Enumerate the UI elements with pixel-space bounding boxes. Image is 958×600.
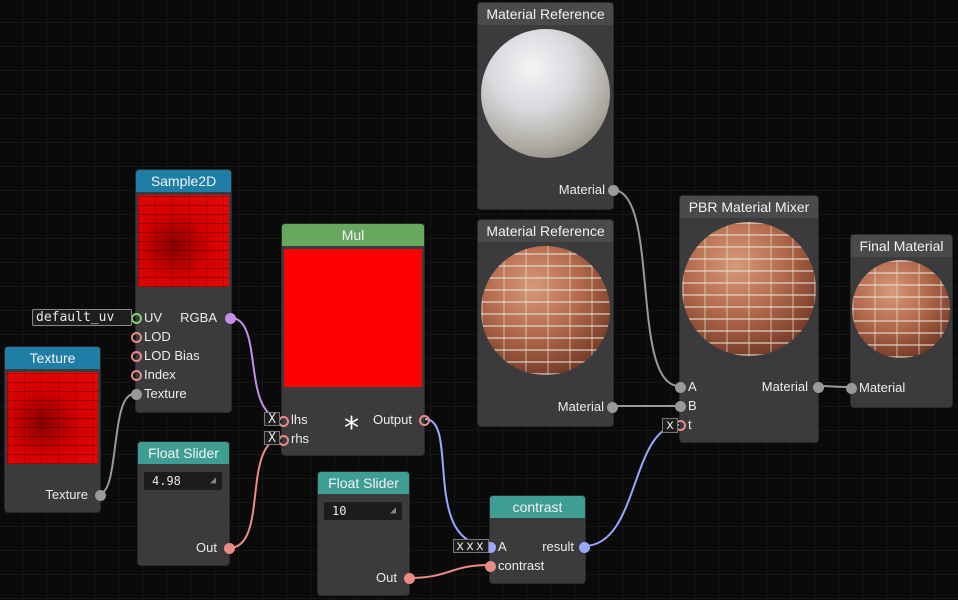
final-material-input-pin[interactable]: [846, 383, 857, 394]
material-reference-1-preview: [481, 29, 610, 158]
texture-preview: [7, 372, 98, 464]
uv-input-pin[interactable]: [131, 313, 142, 324]
material-reference-1-output-label: Material: [558, 182, 605, 197]
contrast-node[interactable]: contrast A contrast result: [485, 496, 590, 583]
material-reference-1-output-pin[interactable]: [608, 185, 619, 196]
texture-output-label: Texture: [45, 487, 88, 502]
float-slider-2-value-text: 10: [332, 504, 347, 518]
mixer-t-default-chip[interactable]: x: [662, 418, 678, 433]
multiply-symbol: *: [344, 411, 359, 446]
drag-handle-icon: ◢: [389, 505, 396, 516]
mixer-output-pin[interactable]: [813, 382, 824, 393]
mul-output-label: Output: [372, 412, 412, 427]
sample2d-node-title: Sample2D: [136, 170, 231, 192]
pbr-material-mixer-node[interactable]: PBR Material Mixer A B t Material: [675, 196, 824, 442]
pbr-material-mixer-preview: [682, 222, 816, 356]
contrast-contrast-input-label: contrast: [498, 558, 545, 573]
wire-output-to-contrast-a: [424, 418, 491, 547]
float-slider-2-title: Float Slider: [318, 472, 409, 494]
float-slider-1-output-pin[interactable]: [224, 543, 235, 554]
material-reference-node-1[interactable]: Material Reference Material: [478, 3, 619, 209]
lod-bias-input-pin[interactable]: [131, 351, 142, 362]
texture-input-label: Texture: [144, 386, 187, 401]
mul-preview: [284, 249, 422, 387]
mul-node-title: Mul: [282, 224, 424, 246]
lod-bias-input-label: LOD Bias: [144, 348, 200, 363]
float-slider-1-value[interactable]: 4.98 ◢: [144, 472, 222, 490]
mixer-a-input-label: A: [688, 379, 697, 394]
material-reference-1-title: Material Reference: [478, 3, 613, 25]
float-slider-2-value[interactable]: 10 ◢: [324, 502, 402, 520]
uv-input-label: UV: [144, 310, 163, 325]
pbr-material-mixer-title: PBR Material Mixer: [680, 196, 818, 218]
rhs-default-chip[interactable]: X: [264, 431, 280, 446]
float-slider-node-1[interactable]: Float Slider 4.98 ◢ Out: [138, 442, 235, 565]
mixer-a-input-pin[interactable]: [675, 382, 686, 393]
texture-output-pin[interactable]: [95, 490, 106, 501]
texture-node[interactable]: Texture Texture: [5, 347, 106, 512]
wire-result-to-t: [583, 424, 681, 547]
contrast-contrast-input-pin[interactable]: [485, 561, 496, 572]
contrast-node-title: contrast: [490, 496, 585, 518]
material-reference-2-output-label: Material: [557, 399, 604, 414]
mixer-b-input-pin[interactable]: [675, 401, 686, 412]
index-input-pin[interactable]: [131, 370, 142, 381]
wire-rgba-to-lhs: [230, 317, 285, 420]
lod-input-label: LOD: [144, 329, 171, 344]
float-slider-2-output-label: Out: [376, 570, 397, 585]
sample2d-preview: [138, 195, 229, 287]
drag-handle-icon: ◢: [209, 475, 216, 486]
rgba-output-pin[interactable]: [225, 313, 236, 324]
wire-texture-to-sample2d: [98, 393, 135, 495]
wire-mat1-to-a: [612, 189, 680, 387]
mul-node[interactable]: Mul lhs rhs * Output: [278, 224, 430, 455]
material-reference-2-preview: [481, 246, 610, 375]
rhs-input-label: rhs: [291, 431, 310, 446]
lhs-default-chip[interactable]: X: [264, 412, 280, 427]
float-slider-2-output-pin[interactable]: [404, 573, 415, 584]
wire-float1-to-rhs: [228, 437, 285, 549]
texture-node-title: Texture: [5, 347, 100, 369]
material-reference-node-2[interactable]: Material Reference Material: [478, 220, 618, 426]
final-material-input-label: Material: [859, 380, 906, 395]
mixer-b-input-label: B: [688, 398, 697, 413]
lhs-input-label: lhs: [291, 412, 308, 427]
contrast-a-input-label: A: [498, 539, 507, 554]
contrast-result-pin[interactable]: [579, 542, 590, 553]
float-slider-1-value-text: 4.98: [152, 474, 181, 488]
texture-input-pin[interactable]: [131, 389, 142, 400]
mul-output-pin[interactable]: [419, 415, 430, 426]
final-material-node[interactable]: Final Material Material: [846, 235, 952, 407]
mixer-t-input-label: t: [688, 417, 692, 432]
contrast-a-default-chip[interactable]: xxx: [453, 539, 489, 554]
float-slider-1-output-label: Out: [196, 540, 217, 555]
material-reference-2-output-pin[interactable]: [607, 402, 618, 413]
wire-float2-to-contrast: [408, 564, 490, 579]
mixer-output-label: Material: [761, 379, 808, 394]
lod-input-pin[interactable]: [131, 332, 142, 343]
final-material-title: Final Material: [851, 235, 952, 257]
index-input-label: Index: [144, 367, 176, 382]
default-uv-field[interactable]: default_uv: [32, 309, 132, 326]
float-slider-node-2[interactable]: Float Slider 10 ◢ Out: [318, 472, 415, 595]
final-material-preview: [852, 260, 950, 358]
contrast-result-label: result: [542, 539, 574, 554]
rgba-output-label: RGBA: [180, 310, 217, 325]
sample2d-node[interactable]: Sample2D UV RGBA LOD LOD Bias Index Text…: [131, 170, 236, 412]
float-slider-1-title: Float Slider: [138, 442, 229, 464]
material-reference-2-title: Material Reference: [478, 220, 613, 242]
